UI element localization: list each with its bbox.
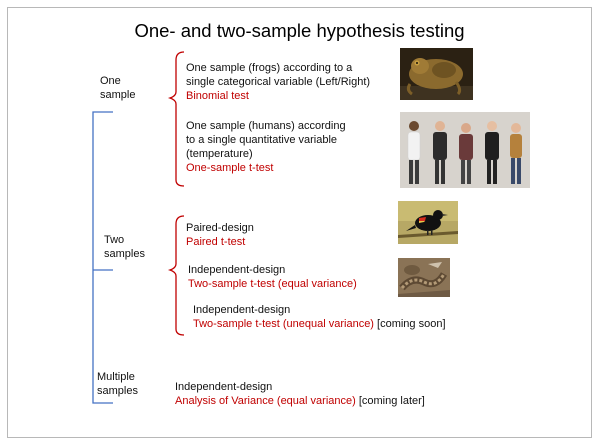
snake-photo bbox=[398, 258, 450, 297]
coming-soon-note: [coming soon] bbox=[373, 318, 446, 330]
blackbird-photo bbox=[398, 201, 458, 244]
tree-connectors bbox=[92, 51, 185, 404]
paired-design-label: Paired-design bbox=[186, 222, 254, 234]
toad-photo bbox=[400, 48, 473, 100]
person-1 bbox=[407, 121, 421, 184]
two-sample-t-test-equal-label: Two-sample t-test (equal variance) bbox=[188, 278, 357, 290]
independent-design-label-1: Independent-design bbox=[188, 264, 286, 276]
group-label-multiple-samples: Multiple samples bbox=[97, 371, 138, 397]
two-sample-t-test-unequal-label: Two-sample t-test (unequal variance) bbox=[193, 318, 374, 330]
person-2 bbox=[433, 121, 447, 184]
group-label-two-samples: Two samples bbox=[104, 234, 145, 260]
paired-t-test-label: Paired t-test bbox=[186, 236, 246, 248]
multiple-independent-design-label: Independent-design bbox=[175, 381, 273, 393]
coming-later-note: [coming later] bbox=[355, 395, 425, 407]
binomial-test-label: Binomial test bbox=[186, 90, 249, 102]
one-sample-t-test-label: One-sample t-test bbox=[186, 162, 274, 174]
humans-photo bbox=[400, 112, 530, 188]
person-5 bbox=[510, 123, 522, 184]
group-label-one-sample: One sample bbox=[100, 75, 136, 101]
slide: One- and two-sample hypothesis testing O… bbox=[7, 7, 592, 438]
person-3 bbox=[459, 123, 473, 184]
anova-label: Analysis of Variance (equal variance) bbox=[175, 395, 356, 407]
two-sample-t-test-unequal-line: Two-sample t-test (unequal variance) [co… bbox=[193, 317, 446, 331]
blue-tree-connector bbox=[92, 111, 113, 404]
frogs-description: One sample (frogs) according to a single… bbox=[186, 62, 371, 88]
red-bracket-one-sample bbox=[167, 51, 185, 187]
anova-line: Analysis of Variance (equal variance) [c… bbox=[175, 394, 425, 408]
person-4 bbox=[485, 121, 499, 184]
red-bracket-two-samples bbox=[167, 215, 185, 336]
humans-description: One sample (humans) according to a singl… bbox=[186, 120, 346, 160]
independent-design-label-2: Independent-design bbox=[193, 304, 291, 316]
slide-title: One- and two-sample hypothesis testing bbox=[134, 20, 465, 41]
